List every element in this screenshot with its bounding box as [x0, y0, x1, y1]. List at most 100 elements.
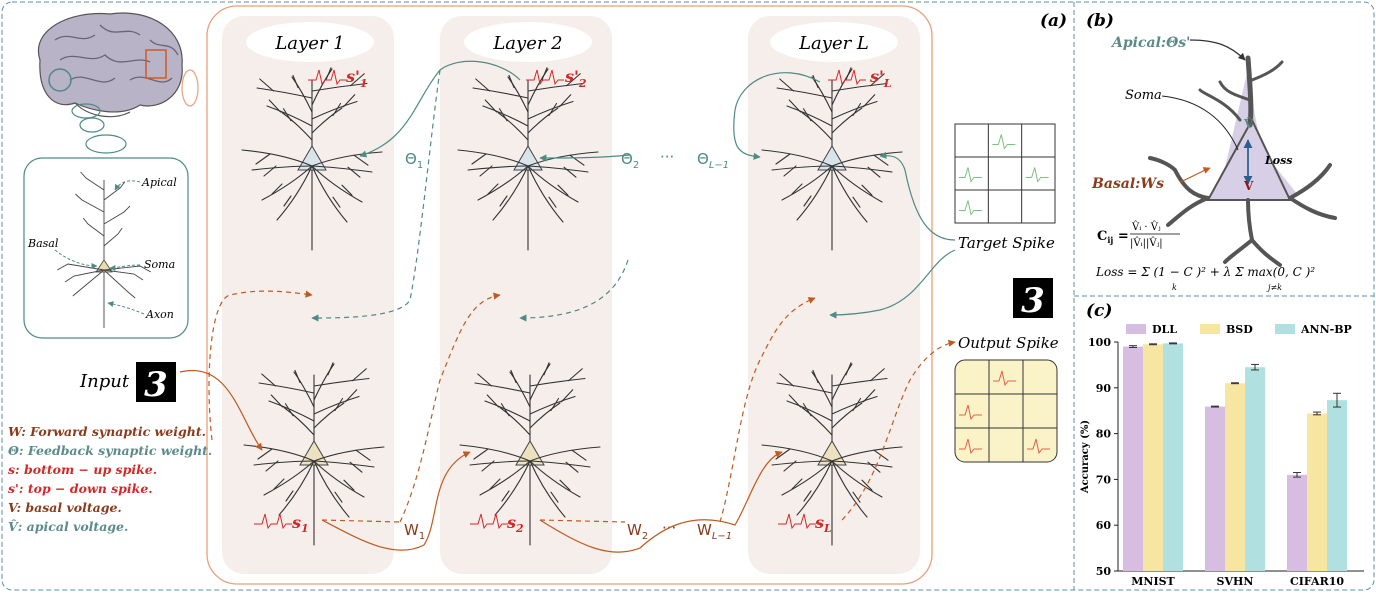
input-digit-image: 3 [136, 362, 176, 405]
spike-train [828, 69, 866, 86]
layer-2-top-spike: s'2 [564, 67, 587, 90]
feedback-label-1: Θ1 [405, 150, 423, 171]
layer-1-bottom-spike: s1 [291, 513, 309, 535]
inset-apical-label: Apical [141, 176, 177, 189]
feedback-label-L-1: ΘL−1 [697, 150, 729, 171]
spike-train [526, 69, 564, 86]
forward-label-L-1: WL−1 [697, 521, 732, 542]
feedback-label-2: Θ2 [621, 150, 639, 171]
v-hat-symbol: V̂ [1243, 116, 1254, 131]
legend-swatch [1275, 324, 1295, 334]
forward-label-2: W2 [627, 521, 648, 542]
inset-soma-label: Soma [144, 258, 175, 271]
spike-cell [1025, 167, 1049, 183]
target-digit-image: 3 [1013, 278, 1053, 321]
svg-text:j≠k: j≠k [1266, 283, 1282, 292]
soma-label: Soma [1125, 88, 1162, 103]
legend-swatch [1200, 324, 1220, 334]
bar [1327, 400, 1347, 571]
output-spike-grid [954, 359, 1058, 463]
panel-c-label: (c) [1086, 301, 1112, 321]
neuron [457, 67, 599, 251]
spike-cell [959, 404, 982, 421]
loss-label: Loss [1264, 154, 1292, 167]
bar [1205, 406, 1225, 571]
panel-a-label: (a) [1040, 11, 1067, 31]
spike-train [778, 513, 816, 530]
legend-entry: Θ: Feedback synaptic weight. [8, 443, 212, 458]
feedback-connections [311, 60, 956, 322]
bar [1143, 344, 1163, 571]
bar [1307, 413, 1327, 571]
y-axis-label: Accuracy (%) [1080, 420, 1091, 494]
target-spike-grid [954, 123, 1056, 224]
input-label: Input [79, 371, 130, 392]
spike-train [470, 513, 508, 530]
svg-text:Cij =: Cij = [1097, 229, 1129, 245]
layer-2-title: Layer 2 [492, 33, 562, 54]
forward-connections [179, 290, 956, 553]
basal-label: Basal:Ws [1091, 176, 1164, 192]
bar [1225, 383, 1245, 571]
legend-entry: s: bottom − up spike. [8, 462, 157, 477]
svg-text:V̂ᵢ · V̂ⱼ: V̂ᵢ · V̂ⱼ [1131, 221, 1161, 233]
panel-b-label: (b) [1086, 11, 1114, 31]
layer-2-bottom-spike: s2 [506, 513, 524, 535]
layer-L-bottom-spike: sL [814, 513, 832, 535]
layer-column-2 [440, 16, 612, 574]
svg-text:3: 3 [1021, 281, 1045, 321]
legend-label: DLL [1152, 323, 1177, 336]
svg-text:Loss = Σ (1 − C )² + λ Σ max: Loss = Σ (1 − C )² + λ Σ max(0, C )² [1095, 265, 1315, 279]
bar [1287, 474, 1307, 571]
network-frame [206, 5, 933, 585]
legend-label: ANN-BP [1300, 323, 1352, 336]
svg-text:k: k [1172, 283, 1177, 292]
legend-label: BSD [1226, 323, 1253, 336]
spike-cell [993, 370, 1016, 387]
y-tick-label: 60 [1096, 519, 1112, 532]
panel-b-neuron [1148, 55, 1337, 267]
legend-swatch [1126, 324, 1146, 334]
layer-L-title: Layer L [798, 33, 869, 54]
spike-train [308, 69, 346, 86]
layer-1-title: Layer 1 [274, 33, 344, 54]
svg-text:3: 3 [144, 365, 168, 405]
output-spike-label: Output Spike [958, 334, 1059, 352]
spike-cell [1027, 438, 1050, 455]
bar [1123, 346, 1143, 571]
brain-illustration [37, 12, 199, 154]
y-tick-label: 90 [1096, 382, 1112, 395]
bar [1245, 367, 1265, 571]
neuron [243, 362, 385, 546]
bar [1163, 343, 1183, 571]
layer-1-top-spike: s'1 [345, 67, 368, 90]
legend-entry: s': top − down spike. [8, 481, 153, 496]
spike-train [254, 513, 292, 530]
y-tick-label: 100 [1088, 336, 1111, 349]
svg-text:|V̂ᵢ||V̂ⱼ|: |V̂ᵢ||V̂ⱼ| [1130, 237, 1163, 249]
x-tick-label: MNIST [1131, 575, 1175, 588]
spike-cell [959, 438, 982, 455]
neuron [241, 67, 383, 251]
neuron-inset: Apical Basal Soma Axon [23, 157, 189, 339]
y-tick-label: 70 [1096, 473, 1112, 486]
inset-axon-label: Axon [145, 308, 174, 321]
layer-column-L [748, 16, 920, 574]
correlation-formula: Cij = V̂ᵢ · V̂ⱼ |V̂ᵢ||V̂ⱼ| [1097, 221, 1180, 249]
spike-cell [959, 200, 982, 216]
legend-entry: V̂: apical voltage. [8, 519, 128, 534]
legend-entry: V: basal voltage. [8, 500, 122, 515]
legend-entry: W: Forward synaptic weight. [8, 424, 206, 439]
y-tick-label: 50 [1096, 565, 1112, 578]
neuron-drawings [241, 67, 903, 546]
feedback-dots: ··· [660, 148, 674, 166]
v-symbol: V [1243, 179, 1254, 193]
spike-cell [959, 167, 982, 183]
loss-formula: Loss = Σ (1 − C )² + λ Σ max(0, C )² k j… [1095, 265, 1315, 292]
neuron [761, 67, 903, 251]
x-tick-label: SVHN [1217, 575, 1254, 588]
x-tick-label: CIFAR10 [1290, 575, 1344, 588]
forward-label-1: W1 [404, 521, 425, 542]
